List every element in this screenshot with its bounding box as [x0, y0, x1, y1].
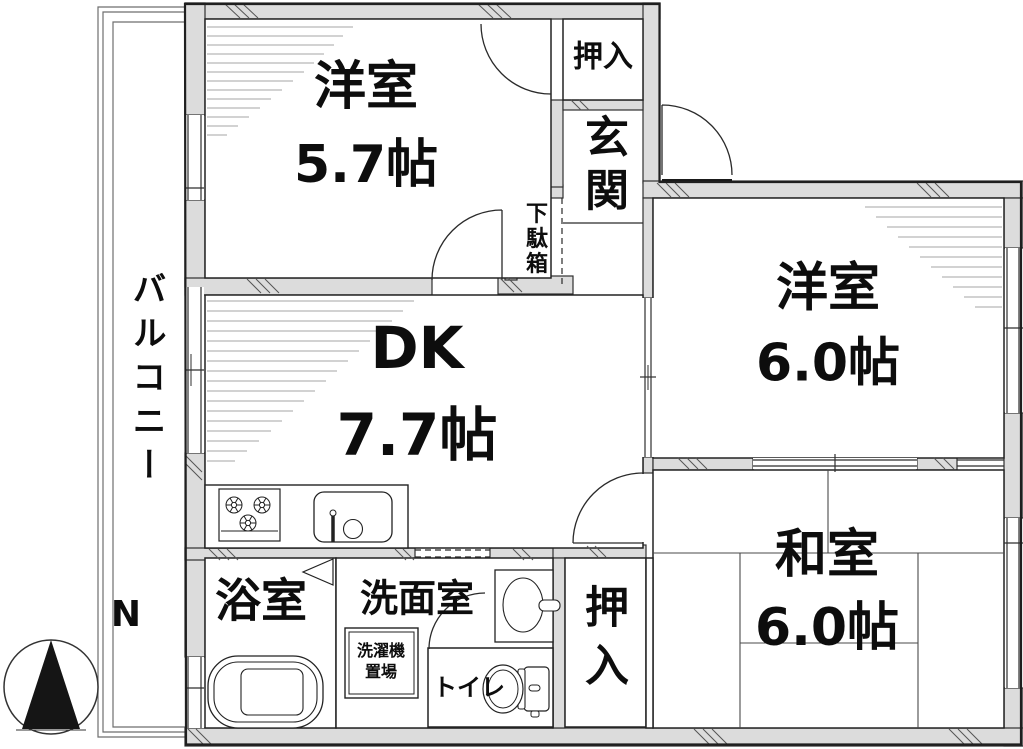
room-shading [207, 26, 1002, 462]
sink-icon [313, 491, 393, 543]
washbasin-icon [494, 569, 561, 643]
wall-hatch-marks [185, 3, 983, 745]
door-opening-erase [641, 474, 645, 542]
north-compass-icon [3, 639, 99, 735]
bath-folding-door-icon [301, 558, 334, 586]
stove-icon [218, 488, 281, 542]
door-swing-arc [572, 472, 644, 544]
balcony-railing [97, 6, 185, 738]
door-swings [428, 23, 733, 650]
kitchen-counter [204, 484, 409, 549]
door-swing-arc [661, 104, 733, 176]
toilet-icon [482, 664, 550, 718]
tatami-lines [653, 470, 1004, 728]
entrance-floor-lines [415, 198, 643, 558]
door-swing-arc [431, 209, 503, 281]
windows [185, 115, 1023, 728]
rooms [204, 18, 1005, 729]
laundry-box [344, 627, 419, 699]
bathtub-icon [207, 655, 324, 729]
door-swing-arc [480, 23, 552, 95]
door-swing-arc [428, 592, 486, 650]
building-outline [183, 2, 1023, 746]
